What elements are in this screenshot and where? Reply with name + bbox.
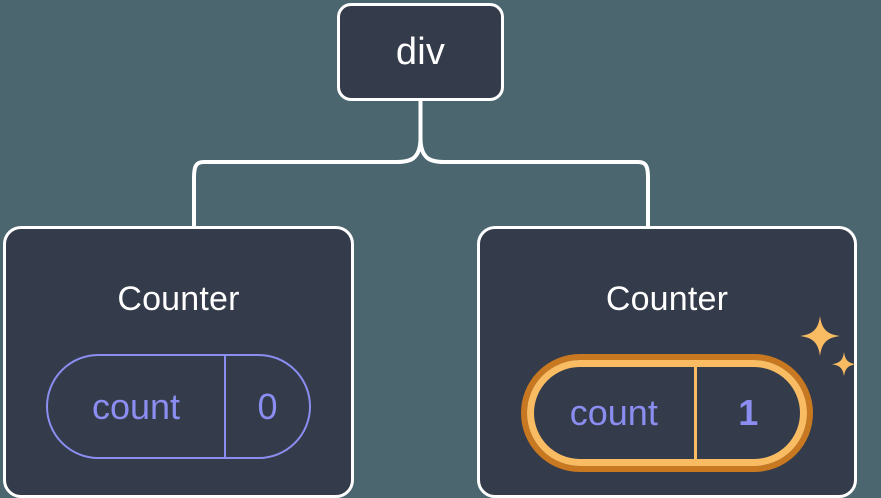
state-pill-right-wrap: count 1	[521, 354, 813, 472]
node-title-left: Counter	[117, 280, 240, 318]
root-node-label: div	[395, 31, 446, 73]
state-pill-right[interactable]: count 1	[521, 354, 813, 472]
state-key-cell-left: count	[48, 356, 226, 457]
state-pill-left[interactable]: count 0	[46, 354, 311, 459]
state-value-label-left: 0	[257, 385, 278, 427]
state-pill-right-inner-ring: count 1	[527, 360, 807, 466]
state-value-cell-left: 0	[226, 356, 309, 457]
state-key-cell-right: count	[534, 367, 697, 459]
node-counter-left[interactable]: Counter count 0	[3, 226, 354, 498]
state-value-label-right: 1	[738, 392, 759, 433]
node-title-right: Counter	[605, 280, 729, 318]
state-pill-left-wrap: count 0	[46, 354, 311, 459]
node-root-div[interactable]: div	[337, 3, 504, 101]
state-key-label-left: count	[91, 385, 181, 427]
state-key-label-right: count	[569, 392, 658, 433]
node-counter-right[interactable]: Counter count 1	[477, 226, 857, 498]
state-value-cell-right: 1	[697, 367, 800, 459]
